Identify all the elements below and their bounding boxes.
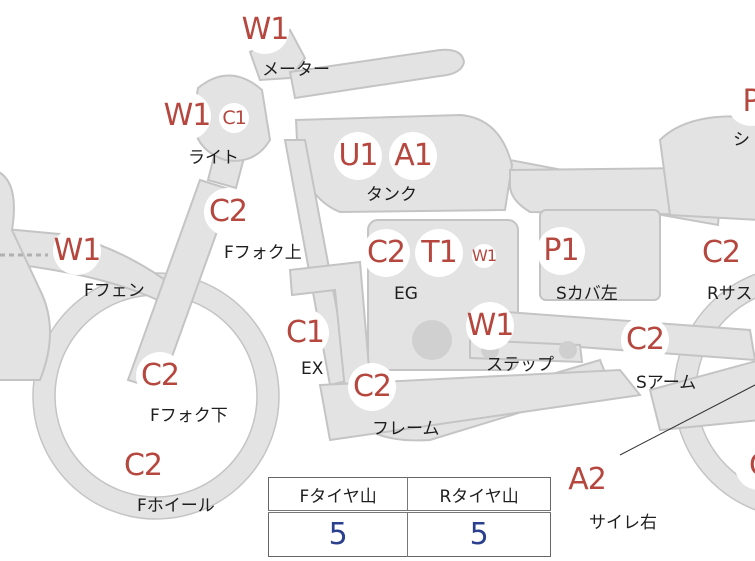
- step-grade-badge: W1: [466, 302, 514, 350]
- fork-upper-label: Fフォク上: [224, 243, 302, 263]
- swing-arm-label: Sアーム: [636, 373, 697, 393]
- fork-lower-label: Fフォク下: [150, 406, 228, 426]
- muffler-label: サイレ右: [589, 513, 657, 533]
- light-grade-badge: W1: [163, 92, 211, 140]
- tank-grade-badge-2: A1: [389, 132, 437, 180]
- frame-lower-shape: [318, 368, 642, 442]
- front-cowl-shape: [0, 171, 51, 381]
- light-label: ライト: [188, 148, 239, 168]
- fender-grade-badge: W1: [53, 227, 101, 275]
- tank-grade-badge: U1: [334, 132, 382, 180]
- muffler-grade-badge: A2: [563, 456, 611, 504]
- exhaust-grade-badge: C1: [281, 309, 329, 357]
- front-tire-header: Fタイヤ山: [268, 477, 409, 513]
- front-tire-value: 5: [268, 511, 409, 557]
- engine-grade-badge: C2: [362, 229, 410, 277]
- step-label: ステップ: [486, 355, 554, 375]
- fork-upper-grade-badge: C2: [204, 188, 252, 236]
- swing-arm-grade-badge: C2: [621, 316, 669, 364]
- frame-grade-badge: C2: [348, 363, 396, 411]
- engine-label: EG: [394, 284, 418, 304]
- frame-label: フレーム: [372, 419, 440, 439]
- side-cover-label: Sカバ左: [556, 284, 618, 304]
- side-cover-grade-badge: P1: [537, 227, 585, 275]
- meter-grade-badge: W1: [241, 6, 289, 54]
- rear-susp-label: Rサス: [707, 284, 753, 304]
- front-wheel-grade-badge: C2: [119, 442, 167, 490]
- handlebar-shape: [288, 48, 466, 100]
- fork-lower-grade-badge: C2: [136, 352, 184, 400]
- front-wheel-label: Fホイール: [137, 496, 215, 516]
- leader-line: [619, 384, 755, 456]
- engine-grade-badge-3: W1: [472, 244, 497, 268]
- engine-grade-badge-2: T1: [415, 229, 463, 277]
- seat-label: シ: [733, 130, 750, 150]
- rear-wheel-grade-badge: C: [735, 442, 755, 490]
- exhaust-label: EX: [301, 359, 324, 379]
- rear-tire-value: 5: [469, 517, 489, 552]
- light-grade-badge-2: C1: [219, 103, 249, 133]
- tire-tread-table: Fタイヤ山 Rタイヤ山 5 5: [268, 477, 551, 557]
- tank-label: タンク: [366, 185, 417, 205]
- rear-susp-grade-badge: C2: [697, 229, 745, 277]
- rear-tire-header: Rタイヤ山: [407, 477, 551, 513]
- fender-label: Fフェン: [84, 281, 145, 301]
- meter-label: メーター: [262, 60, 330, 80]
